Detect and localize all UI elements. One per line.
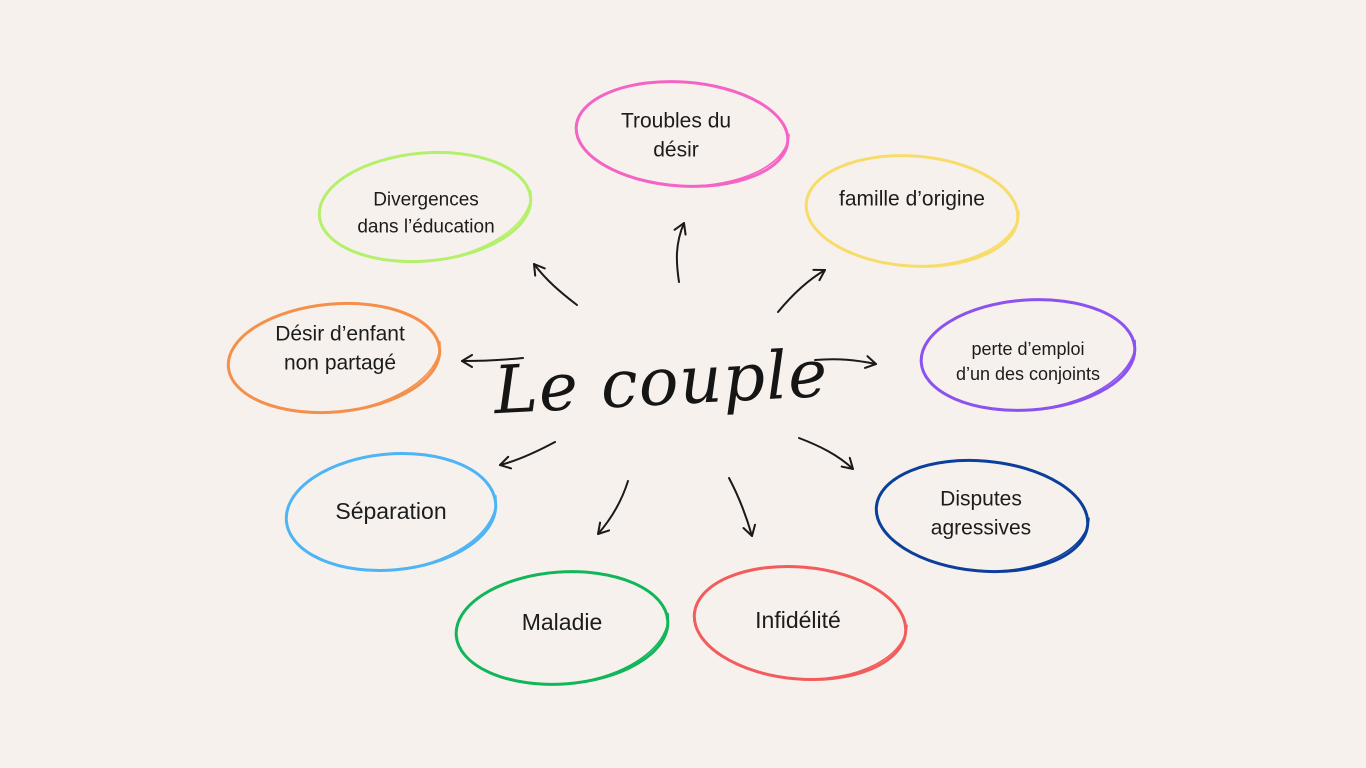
node-label: Disputes agressives bbox=[930, 487, 1032, 540]
node-outline-stroke bbox=[810, 151, 1020, 267]
node-outline-stroke bbox=[290, 447, 497, 572]
node-outlines bbox=[226, 77, 1137, 686]
node-arrow bbox=[673, 222, 687, 283]
node-arrow bbox=[533, 263, 578, 306]
node-label: Désir d’enfant non partagé bbox=[275, 322, 405, 375]
node-label: Divergences dans l’éducation bbox=[357, 189, 495, 237]
node-arrow bbox=[461, 353, 524, 368]
node-label: Troubles du désir bbox=[620, 109, 732, 162]
node-label: Maladie bbox=[521, 608, 603, 635]
node-arrow bbox=[777, 268, 826, 313]
node-arrow bbox=[814, 355, 877, 369]
node-arrow bbox=[498, 441, 556, 470]
node-outline-stroke bbox=[232, 297, 441, 414]
node-arrow bbox=[728, 477, 757, 537]
node-label: famille d’origine bbox=[839, 187, 985, 211]
node-label: perte d’emploi d’un des conjoints bbox=[955, 338, 1101, 384]
node-label: Séparation bbox=[335, 497, 447, 524]
node-arrow bbox=[798, 437, 854, 470]
node-outline-stroke bbox=[460, 565, 670, 686]
node-outline-stroke bbox=[323, 146, 532, 263]
node-outline-stroke bbox=[580, 77, 790, 187]
node-outline-stroke bbox=[880, 456, 1090, 572]
node-outline-stroke bbox=[925, 293, 1136, 412]
node-label: Infidélité bbox=[755, 606, 841, 633]
node-arrow bbox=[597, 480, 629, 535]
node-arrows bbox=[461, 222, 877, 537]
node-outline-stroke bbox=[698, 562, 908, 680]
